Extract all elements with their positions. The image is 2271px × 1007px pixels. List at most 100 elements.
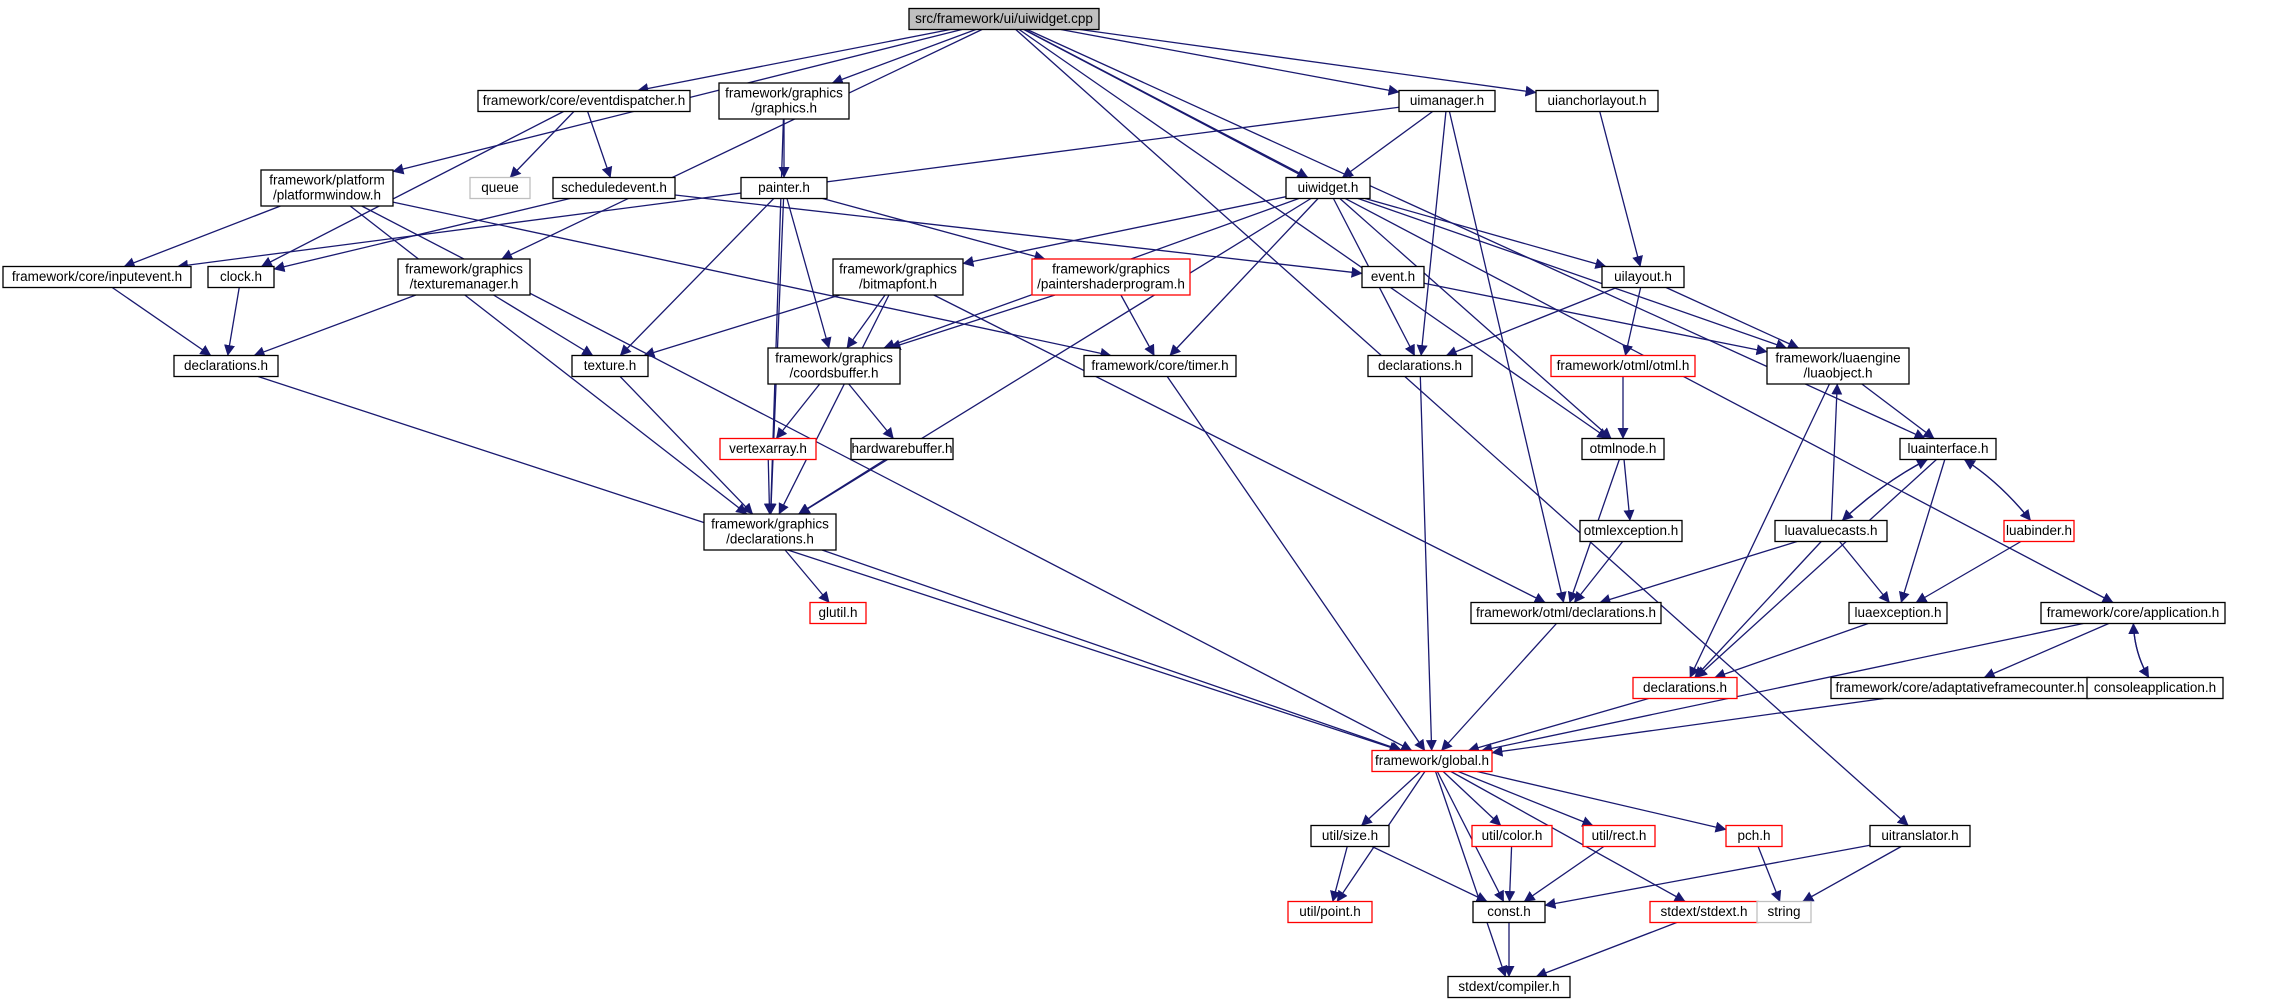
edge-painter-to-paintershaderprogram <box>822 197 1046 262</box>
node-label: framework/graphics <box>839 262 957 277</box>
node-vertexarray[interactable]: vertexarray.h <box>719 437 817 461</box>
node-label: framework/core/timer.h <box>1091 358 1228 373</box>
node-glutil[interactable]: glutil.h <box>809 601 867 625</box>
node-label: scheduledevent.h <box>561 180 667 195</box>
node-box <box>1031 258 1191 296</box>
node-pch[interactable]: pch.h <box>1725 824 1783 848</box>
edge-luavaluecasts-to-declarations-lua <box>1694 541 1822 678</box>
edge-texturemanager-to-texture <box>493 294 594 357</box>
node-queue[interactable]: queue <box>469 176 531 200</box>
node-paintershaderprogram[interactable]: framework/graphics/paintershaderprogram.… <box>1031 258 1191 296</box>
node-box <box>1725 824 1783 848</box>
node-rect[interactable]: util/rect.h <box>1582 824 1656 848</box>
node-box <box>850 437 954 461</box>
node-label: event.h <box>1371 269 1415 284</box>
node-label: framework/graphics <box>1052 262 1170 277</box>
node-color[interactable]: util/color.h <box>1471 824 1553 848</box>
edge-uilayout-to-declarations-ui <box>1445 286 1617 357</box>
node-platformwindow[interactable]: framework/platform/platformwindow.h <box>260 169 394 207</box>
edge-eventdispatcher-to-scheduledevent <box>587 111 613 179</box>
node-eventdispatcher[interactable]: framework/core/eventdispatcher.h <box>477 89 691 113</box>
node-uilayout[interactable]: uilayout.h <box>1601 265 1685 289</box>
edge-rect-to-const <box>1523 845 1605 903</box>
node-box <box>1766 347 1910 385</box>
node-scheduledevent[interactable]: scheduledevent.h <box>552 176 676 200</box>
node-uianchorlayout[interactable]: uianchorlayout.h <box>1535 89 1659 113</box>
node-declarations-ui[interactable]: declarations.h <box>1367 354 1473 378</box>
node-texturemanager[interactable]: framework/graphics/texturemanager.h <box>397 258 531 296</box>
node-luaobject[interactable]: framework/luaengine/luaobject.h <box>1766 347 1910 385</box>
node-painter[interactable]: painter.h <box>740 176 828 200</box>
edge-paintershaderprogram-to-coordsbuffer <box>889 294 1056 351</box>
node-label: uitranslator.h <box>1881 828 1958 843</box>
node-label: framework/graphics <box>711 517 829 532</box>
node-label: /platformwindow.h <box>273 188 381 203</box>
node-application[interactable]: framework/core/application.h <box>2040 601 2226 625</box>
node-coordsbuffer[interactable]: framework/graphics/coordsbuffer.h <box>767 347 901 385</box>
node-consoleapplication[interactable]: consoleapplication.h <box>2086 676 2224 700</box>
node-label: uianchorlayout.h <box>1547 93 1646 108</box>
node-uimanager[interactable]: uimanager.h <box>1398 89 1496 113</box>
edge-global-to-const <box>1436 771 1505 902</box>
node-bitmapfont[interactable]: framework/graphics/bitmapfont.h <box>832 258 964 296</box>
node-string[interactable]: string <box>1756 900 1812 924</box>
node-luavaluecasts[interactable]: luavaluecasts.h <box>1774 519 1888 543</box>
node-compiler[interactable]: stdext/compiler.h <box>1447 975 1571 999</box>
node-box <box>1632 676 1738 700</box>
node-label: otmlnode.h <box>1590 441 1657 456</box>
node-box <box>571 354 649 378</box>
edge-luavaluecasts-to-otml-declarations <box>1599 540 1798 605</box>
node-hardwarebuffer[interactable]: hardwarebuffer.h <box>850 437 954 461</box>
node-uitranslator[interactable]: uitranslator.h <box>1869 824 1971 848</box>
node-box <box>1579 519 1683 543</box>
node-const[interactable]: const.h <box>1472 900 1546 924</box>
node-graphics[interactable]: framework/graphics/graphics.h <box>718 82 850 120</box>
node-declarations-lua[interactable]: declarations.h <box>1632 676 1738 700</box>
node-box <box>1083 354 1237 378</box>
node-global[interactable]: framework/global.h <box>1371 749 1493 773</box>
node-declarations-core[interactable]: declarations.h <box>173 354 279 378</box>
node-uiwidget[interactable]: uiwidget.h <box>1285 176 1371 200</box>
edge-hardwarebuffer-to-graphics-declarations <box>798 458 886 515</box>
node-otmlnode[interactable]: otmlnode.h <box>1581 437 1665 461</box>
edge-platformwindow-to-timer <box>392 201 1112 359</box>
node-timer[interactable]: framework/core/timer.h <box>1083 354 1237 378</box>
node-luaexception[interactable]: luaexception.h <box>1848 601 1948 625</box>
node-luabinder[interactable]: luabinder.h <box>2003 519 2075 543</box>
node-label: /coordsbuffer.h <box>789 366 878 381</box>
node-luainterface[interactable]: luainterface.h <box>1899 437 1997 461</box>
node-otml-declarations[interactable]: framework/otml/declarations.h <box>1470 601 1662 625</box>
node-label: util/color.h <box>1482 828 1543 843</box>
node-label: framework/luaengine <box>1775 351 1900 366</box>
node-otmlexception[interactable]: otmlexception.h <box>1579 519 1683 543</box>
edge-bitmapfont-to-texture <box>643 294 840 358</box>
node-event[interactable]: event.h <box>1361 265 1425 289</box>
node-label: luavaluecasts.h <box>1784 523 1877 538</box>
edge-size-to-const <box>1371 845 1488 903</box>
node-adaptativeframecounter[interactable]: framework/core/adaptativeframecounter.h <box>1830 676 2090 700</box>
edge-declarations-core-to-global <box>257 375 1401 753</box>
edge-root-to-uitranslator <box>1015 29 1909 826</box>
edge-root-to-uianchorlayout <box>1079 28 1537 97</box>
edge-root-to-texturemanager <box>501 28 983 260</box>
node-point[interactable]: util/point.h <box>1287 900 1373 924</box>
node-clock[interactable]: clock.h <box>207 265 275 289</box>
edge-uiwidget-to-luaobject <box>1357 197 1787 350</box>
edge-luavaluecasts-to-luaobject <box>1830 383 1843 521</box>
node-stdext[interactable]: stdext/stdext.h <box>1649 900 1759 924</box>
node-size[interactable]: util/size.h <box>1310 824 1390 848</box>
node-otml[interactable]: framework/otml/otml.h <box>1550 354 1696 378</box>
edge-scheduledevent-to-clock <box>273 197 571 273</box>
node-texture[interactable]: texture.h <box>571 354 649 378</box>
node-box <box>809 601 867 625</box>
edge-declarations-ui-to-global <box>1419 376 1437 752</box>
edge-root-to-eventdispatcher <box>637 28 951 94</box>
node-box <box>1367 354 1473 378</box>
node-root[interactable]: src/framework/ui/uiwidget.cpp <box>908 7 1100 31</box>
node-box <box>1774 519 1888 543</box>
node-inputevent[interactable]: framework/core/inputevent.h <box>2 265 192 289</box>
node-graphics-declarations[interactable]: framework/graphics/declarations.h <box>703 513 837 551</box>
edge-scheduledevent-to-event <box>674 194 1363 278</box>
node-label: vertexarray.h <box>729 441 807 456</box>
node-label: uiwidget.h <box>1298 180 1359 195</box>
